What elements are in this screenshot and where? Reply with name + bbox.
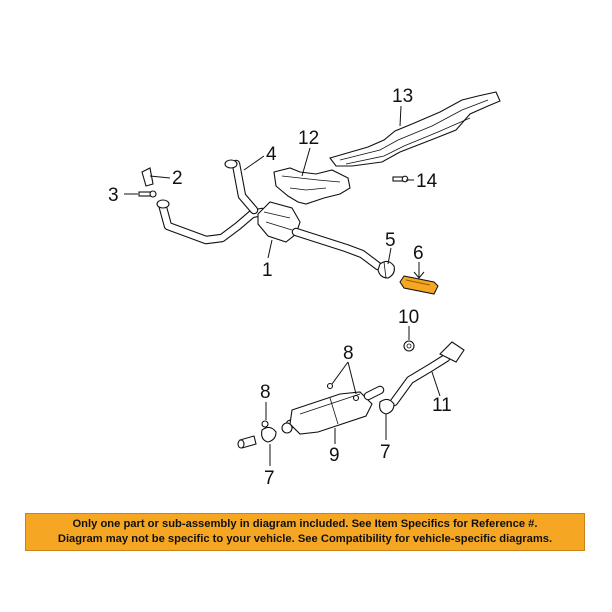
converter-assembly-part-1 (156, 159, 383, 271)
clamp-part-7-left (261, 426, 277, 443)
callout-6: 6 (413, 243, 424, 264)
callout-9: 9 (329, 445, 340, 466)
tailpipe-part-11 (389, 341, 465, 407)
callout-7-right: 7 (380, 442, 391, 463)
callout-7-left: 7 (264, 468, 275, 489)
stud-part-2 (141, 167, 154, 187)
leader-lines (124, 105, 441, 466)
callout-13: 13 (392, 86, 413, 107)
clamp-part-5 (377, 260, 395, 279)
callout-10: 10 (398, 307, 419, 328)
heat-shield-part-13 (329, 91, 501, 167)
callout-3: 3 (108, 185, 119, 206)
disclaimer-banner: Only one part or sub-assembly in diagram… (25, 513, 585, 551)
callout-14: 14 (416, 171, 438, 192)
clamp-part-7-right (379, 398, 395, 415)
callout-11: 11 (432, 395, 452, 416)
callout-2: 2 (172, 168, 183, 189)
callout-1: 1 (262, 260, 273, 281)
disclaimer-line-2: Diagram may not be specific to your vehi… (57, 533, 553, 545)
bolt-part-3 (138, 190, 157, 198)
muffler-part-9 (281, 382, 385, 435)
hanger-part-8-left (261, 420, 269, 428)
pipe-connector-part-6-highlighted (399, 275, 439, 295)
callout-8-left: 8 (260, 382, 271, 403)
callout-12: 12 (298, 128, 319, 149)
tail-tip (237, 435, 257, 449)
callout-5: 5 (385, 230, 396, 251)
disclaimer-line-1: Only one part or sub-assembly in diagram… (72, 518, 538, 530)
hanger-part-10 (403, 340, 415, 352)
heat-shield-part-12 (273, 167, 351, 205)
callout-8-upper: 8 (343, 343, 354, 364)
callout-4: 4 (266, 144, 277, 165)
fastener-part-14 (392, 175, 409, 183)
